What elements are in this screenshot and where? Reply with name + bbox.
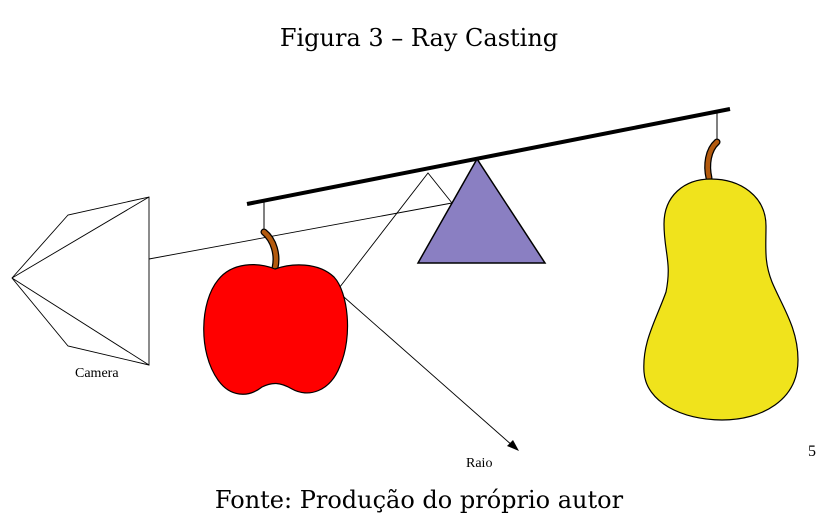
figure-title: Figura 3 – Ray Casting	[279, 24, 559, 52]
triangle-shape	[416, 157, 547, 264]
figure-source: Fonte: Produção do próprio autor	[214, 486, 624, 514]
balance-beam	[246, 107, 731, 206]
camera-label: Camera	[75, 366, 119, 381]
page-number: 5	[808, 443, 816, 460]
primary-ray	[335, 289, 514, 447]
rays	[148, 172, 514, 447]
ray-to-triangle	[148, 202, 453, 260]
ray-arrowhead	[507, 440, 519, 451]
pear-shape	[643, 178, 799, 421]
apple-shape	[203, 264, 349, 395]
reflected-ray	[335, 172, 453, 293]
camera-frustum	[11, 196, 150, 366]
ray-label: Raio	[466, 456, 492, 471]
